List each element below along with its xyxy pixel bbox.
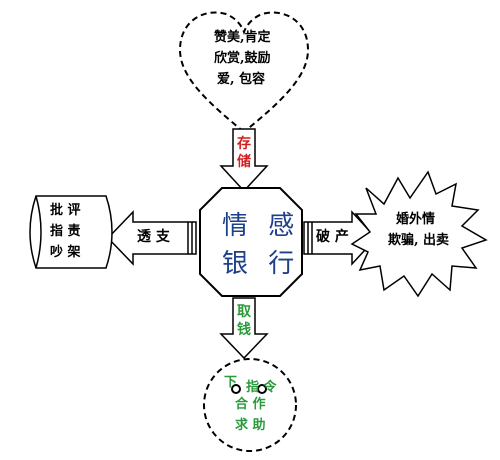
top-arrow — [219, 128, 269, 193]
heart-shape — [178, 11, 310, 134]
burst-line-1: 婚外情 — [396, 212, 436, 227]
face-text-row1-left: 下 — [224, 375, 238, 390]
left-box-line-3: 吵 架 — [50, 245, 81, 260]
bottom-dashed-circle — [203, 358, 297, 452]
heart-line-2: 欣赏,鼓励 — [214, 51, 271, 66]
left-arrow-label: 透 支 — [137, 229, 170, 245]
right-arrow-label: 破 产 — [316, 229, 349, 245]
bottom-arrow-label: 取 钱 — [237, 304, 251, 338]
bottom-arrow — [219, 297, 269, 360]
top-arrow-label: 存 储 — [237, 136, 251, 170]
face-text-row3: 求 助 — [235, 418, 266, 433]
face-text-row2: 合 作 — [235, 397, 266, 412]
face-eye-icon — [231, 384, 241, 394]
heart-line-1: 赞美,肯定 — [214, 30, 271, 45]
center-title-line-2: 银 行 — [222, 249, 301, 279]
center-title-line-1: 情 感 — [222, 211, 301, 241]
left-box-line-2: 指 责 — [50, 224, 81, 239]
left-box-line-1: 批 评 — [50, 203, 81, 218]
face-text-row1-right: 指 令 — [246, 380, 277, 395]
left-arrow — [106, 210, 197, 266]
left-scroll-curl — [35, 195, 42, 269]
center-octagon — [199, 187, 303, 297]
face-eye-icon — [257, 384, 267, 394]
heart-line-3: 爱, 包容 — [217, 72, 266, 87]
left-scroll-box — [29, 195, 113, 269]
burst-line-2: 欺骗, 出卖 — [388, 233, 450, 248]
right-burst — [350, 170, 488, 298]
